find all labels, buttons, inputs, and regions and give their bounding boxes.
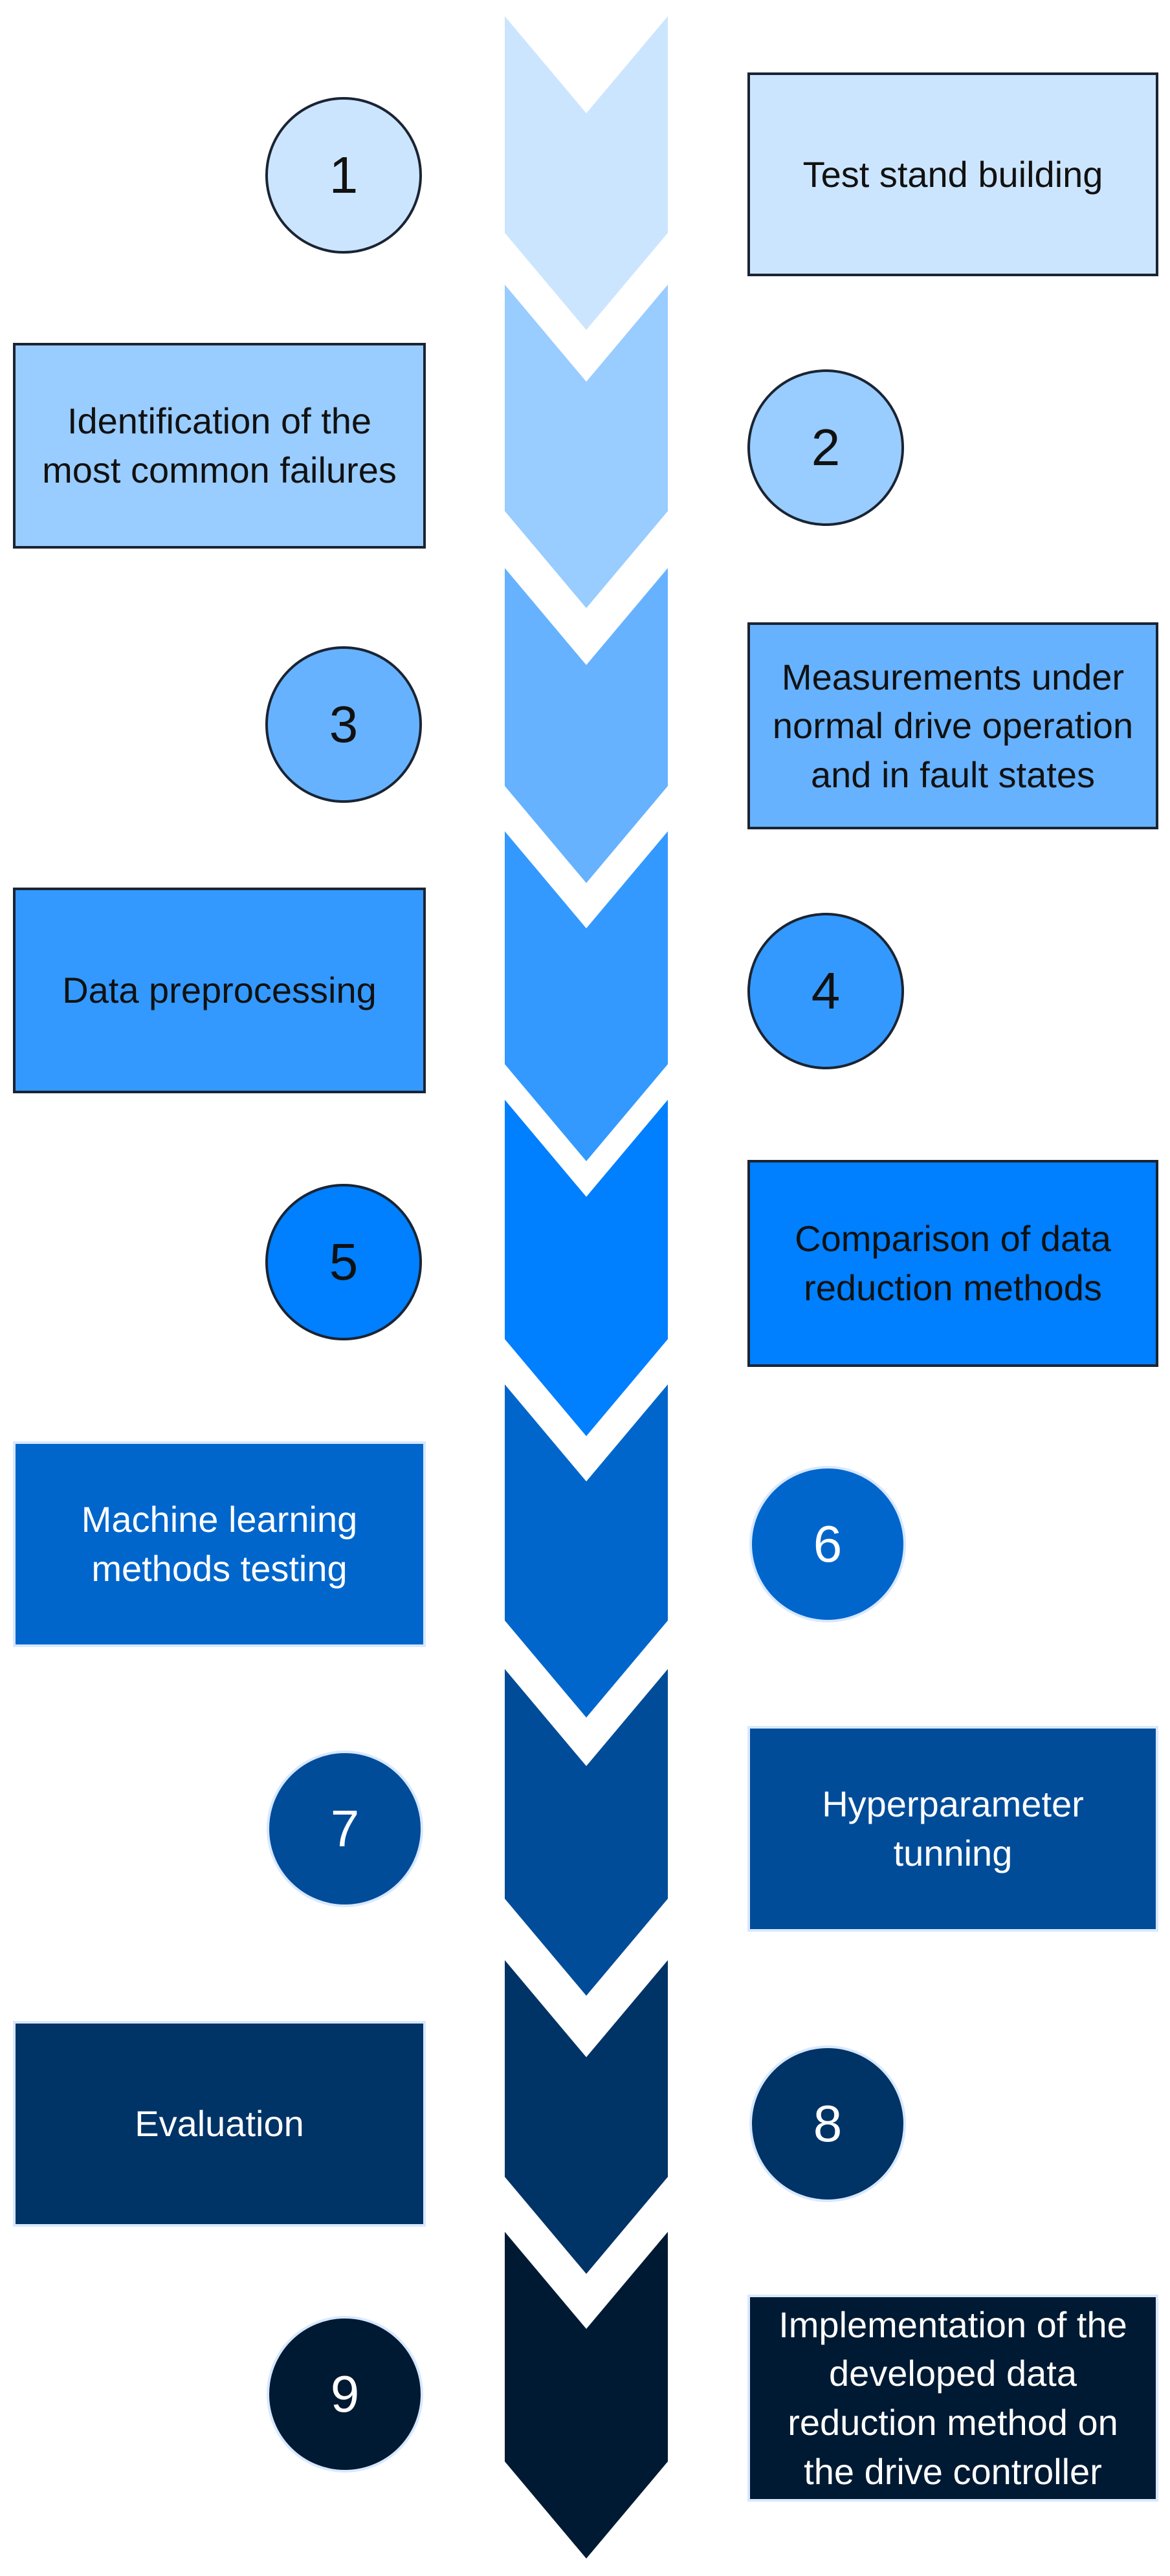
step-6-number-circle: 6 [749,1466,906,1622]
chevron-step-3 [505,568,668,883]
step-3-label-box: Measurements under normal drive operatio… [747,622,1158,829]
chevron-step-7 [505,1669,668,1996]
step-4-label-box: Data preprocessing [13,888,426,1093]
step-8-number-circle: 8 [749,2046,906,2202]
step-6-label-box: Machine learning methods testing [13,1441,426,1647]
chevron-step-5 [505,1100,668,1436]
step-1-number-circle: 1 [265,97,422,254]
step-1-label-box: Test stand building [747,72,1158,276]
step-9-label-box: Implementation of the developed data red… [747,2295,1158,2502]
step-4-number-circle: 4 [747,913,904,1069]
chevron-step-2 [505,285,668,608]
chevron-step-6 [505,1384,668,1718]
step-8-label-box: Evaluation [13,2021,426,2227]
chevron-step-1 [505,16,668,330]
step-3-number-circle: 3 [265,646,422,803]
chevron-step-9 [505,2232,668,2559]
chevron-step-4 [505,831,668,1161]
step-2-number-circle: 2 [747,369,904,526]
step-7-label-box: Hyperparameter tunning [747,1726,1158,1932]
chevron-step-8 [505,1960,668,2274]
step-2-label-box: Identification of the most common failur… [13,343,426,549]
step-5-number-circle: 5 [265,1184,422,1340]
step-7-number-circle: 7 [267,1751,423,1907]
step-9-number-circle: 9 [267,2316,423,2472]
step-5-label-box: Comparison of data reduction methods [747,1160,1158,1367]
